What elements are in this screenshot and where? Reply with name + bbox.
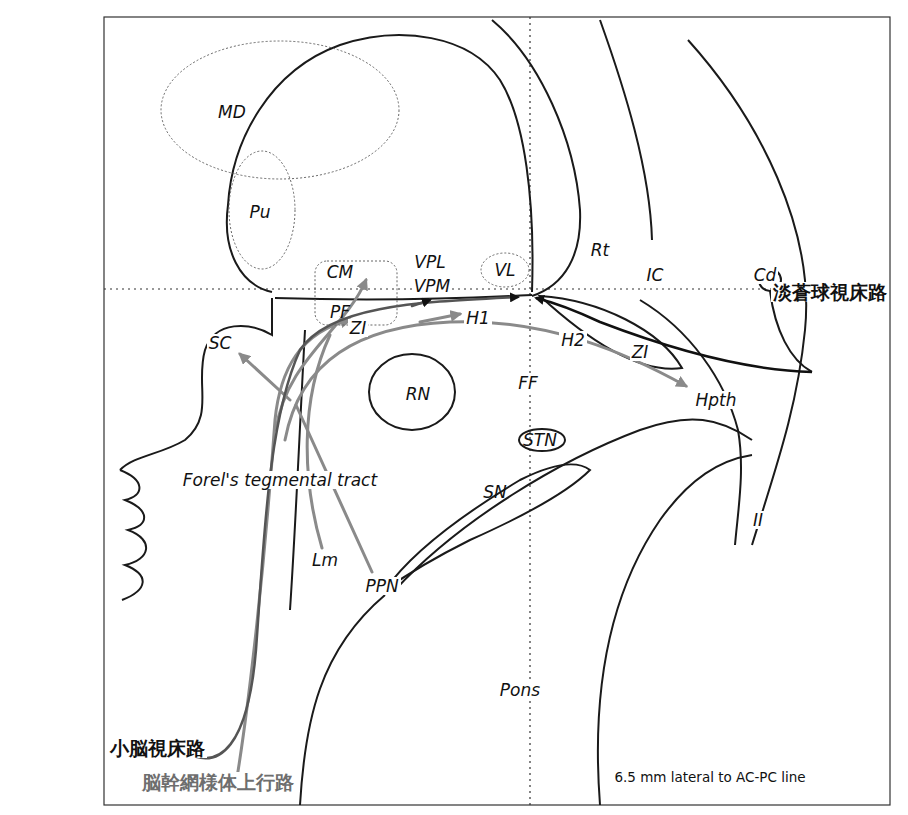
nucleus-label: ZI — [630, 343, 651, 362]
arrow-to-h1 — [420, 314, 460, 322]
reticular-ascending-arrows — [235, 280, 686, 790]
nucleus-label: CM — [327, 263, 354, 282]
nucleus-region: STN — [518, 428, 566, 452]
region-label: SC — [207, 334, 234, 353]
nucleus-region: CMPF — [314, 260, 398, 326]
field-label: H2 — [559, 331, 587, 350]
tract-label: Forel's tegmental tract — [181, 471, 379, 490]
tract-label: 脳幹網様体上行路 — [140, 772, 296, 793]
outline-shape — [519, 429, 565, 451]
cerebellum-folia — [120, 470, 146, 600]
arrow-to-sc — [240, 354, 290, 400]
outline-shape — [161, 41, 399, 179]
pons-dorsal-outline — [300, 595, 385, 805]
tectum-outline — [120, 298, 272, 470]
nucleus-label: RN — [406, 385, 431, 404]
pons-ventral-outline — [598, 455, 752, 805]
arrow-to-vl — [185, 297, 518, 758]
outline-shape — [229, 151, 295, 269]
pallidothalamic-tract — [770, 291, 812, 372]
lemniscus-fibers — [307, 335, 330, 548]
node-outline — [160, 40, 400, 180]
anatomy-outlines — [120, 20, 812, 805]
region-label: IC — [645, 266, 666, 285]
capsule-boundary-lower — [640, 300, 741, 545]
nucleus-region: VL — [480, 252, 530, 288]
cerebellothalamic-tract — [185, 297, 518, 758]
reticular-nucleus-outline — [492, 20, 580, 296]
outline-shape — [481, 253, 529, 287]
region-label: Hpth — [693, 391, 738, 410]
nucleus-region: SN — [380, 455, 595, 595]
arrow-to-zi — [235, 320, 350, 790]
nucleus-label: VL — [494, 261, 515, 280]
nucleus-label: VPM — [412, 277, 453, 296]
region-label: Pons — [498, 681, 542, 700]
nucleus-label: MD — [218, 103, 246, 122]
frame — [104, 17, 890, 805]
nucleus-label: ZI — [348, 319, 369, 338]
thalamus-outline — [227, 35, 533, 292]
nucleus-label: VPL — [412, 253, 447, 272]
outline-shape — [315, 261, 397, 325]
node-outline — [380, 455, 595, 595]
nucleus-region: Pu — [228, 150, 296, 270]
capsule-boundary — [600, 20, 652, 240]
nucleus-label: STN — [523, 431, 557, 450]
tract-label: 淡蒼球視床路 — [771, 282, 889, 303]
tract-label: 小脳視床路 — [108, 738, 207, 759]
field-label: H1 — [464, 309, 492, 328]
nucleus-label: Rt — [589, 241, 611, 260]
peduncle-outline — [395, 419, 752, 590]
nucleus-label: SN — [483, 483, 507, 502]
nucleus-label: PPN — [363, 577, 400, 596]
nucleus-label: Pu — [249, 203, 270, 222]
nucleus-region: RN — [368, 353, 456, 431]
field-label: FF — [516, 374, 540, 393]
arrow-to-hpth — [285, 322, 686, 440]
pallidothalamic-arrow — [536, 298, 812, 372]
node-outline — [314, 260, 398, 326]
nucleus-region: MD — [160, 40, 400, 180]
tract-label: Lm — [310, 551, 340, 570]
outline-shape — [369, 354, 455, 430]
outline-shape — [385, 464, 590, 590]
arrow-to-vpm — [412, 300, 430, 306]
plane-note: 6.5 mm lateral to AC-PC line — [612, 770, 807, 785]
region-label: II — [751, 511, 765, 530]
